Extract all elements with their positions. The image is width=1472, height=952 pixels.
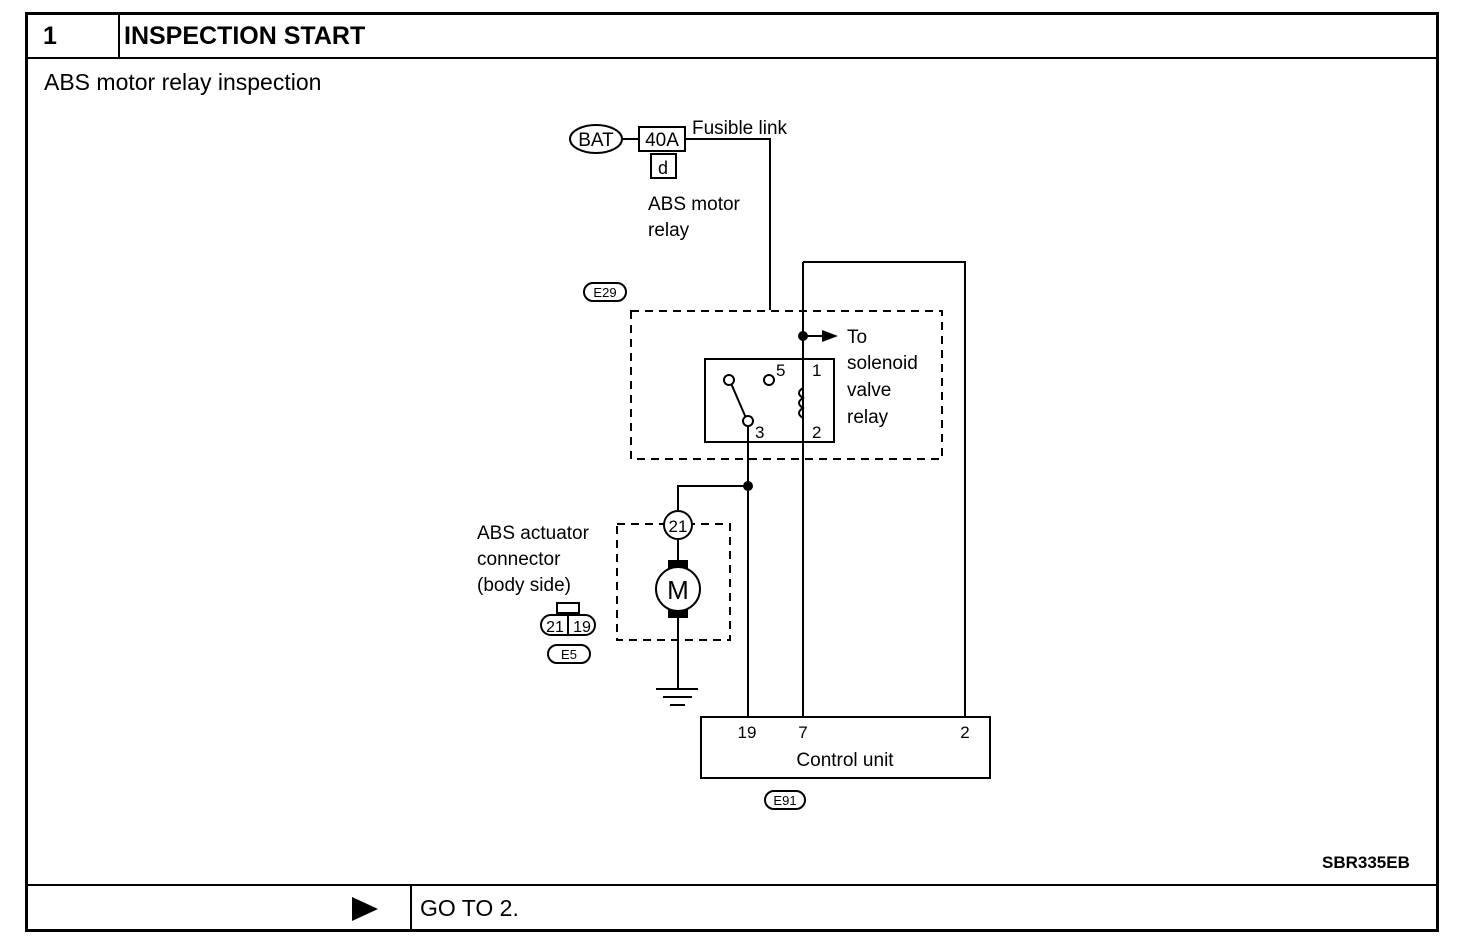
figure-id: SBR335EB xyxy=(1322,853,1410,872)
inspection-subtitle: ABS motor relay inspection xyxy=(44,69,322,95)
solenoid-label-line4: relay xyxy=(847,407,889,428)
procedure-table-frame xyxy=(25,12,1439,932)
step-title: INSPECTION START xyxy=(124,22,366,50)
motor-brush-bottom xyxy=(668,608,688,618)
relay-contact-5 xyxy=(763,374,775,386)
next-step-link[interactable]: GO TO 2. xyxy=(420,895,519,921)
relay-terminal-5: 5 xyxy=(776,361,785,380)
fuse-rating: 40A xyxy=(645,130,679,151)
footer-divider xyxy=(25,884,1439,886)
control-unit-terminal-7: 7 xyxy=(798,723,807,742)
relay-terminal-3: 3 xyxy=(755,423,764,442)
relay-label-line1: ABS motor xyxy=(648,194,741,215)
solenoid-label-line3: valve xyxy=(847,380,891,401)
junction-dot xyxy=(798,331,808,341)
connector-e29-badge xyxy=(583,282,627,302)
step-number: 1 xyxy=(43,22,57,50)
footer-column-divider xyxy=(410,884,412,932)
motor-brush-top xyxy=(668,560,688,570)
actuator-terminal-circle xyxy=(663,510,693,540)
connector-pin-21: 21 xyxy=(546,619,564,636)
connector-e91-badge xyxy=(764,790,806,810)
battery-symbol xyxy=(569,124,623,154)
header-divider xyxy=(25,57,1439,59)
relay-connector-id: E29 xyxy=(593,285,616,300)
fuse-40a xyxy=(638,126,686,152)
actuator-connector-id: E5 xyxy=(561,647,577,662)
actuator-label-line1: ABS actuator xyxy=(477,523,590,544)
relay-contact-open xyxy=(723,374,735,386)
control-unit-terminal-2: 2 xyxy=(960,723,969,742)
solenoid-label-line2: solenoid xyxy=(847,353,918,374)
control-unit-connector-id: E91 xyxy=(773,793,796,808)
relay-terminal-2: 2 xyxy=(812,423,821,442)
junction-dot xyxy=(743,481,753,491)
fuse-id: d xyxy=(658,158,668,178)
connector-pin-19: 19 xyxy=(573,619,591,636)
actuator-terminal: 21 xyxy=(669,517,688,536)
motor-icon xyxy=(655,566,701,612)
control-unit-terminal-19: 19 xyxy=(738,723,757,742)
arrow-icon xyxy=(822,330,838,342)
solenoid-label-line1: To xyxy=(847,327,867,348)
actuator-label-line2: connector xyxy=(477,549,561,570)
relay-label-line2: relay xyxy=(648,220,690,241)
next-arrow-icon xyxy=(352,897,378,921)
relay-terminal-1: 1 xyxy=(812,361,821,380)
connector-e5-badge xyxy=(547,644,591,664)
battery-label: BAT xyxy=(578,130,614,151)
control-unit-label: Control unit xyxy=(796,750,894,771)
actuator-label-line3: (body side) xyxy=(477,575,571,596)
relay-contact-3 xyxy=(742,415,754,427)
fusible-link-label: Fusible link xyxy=(692,118,788,139)
motor-symbol: M xyxy=(667,575,689,605)
step-number-cell: 1 xyxy=(25,12,120,58)
